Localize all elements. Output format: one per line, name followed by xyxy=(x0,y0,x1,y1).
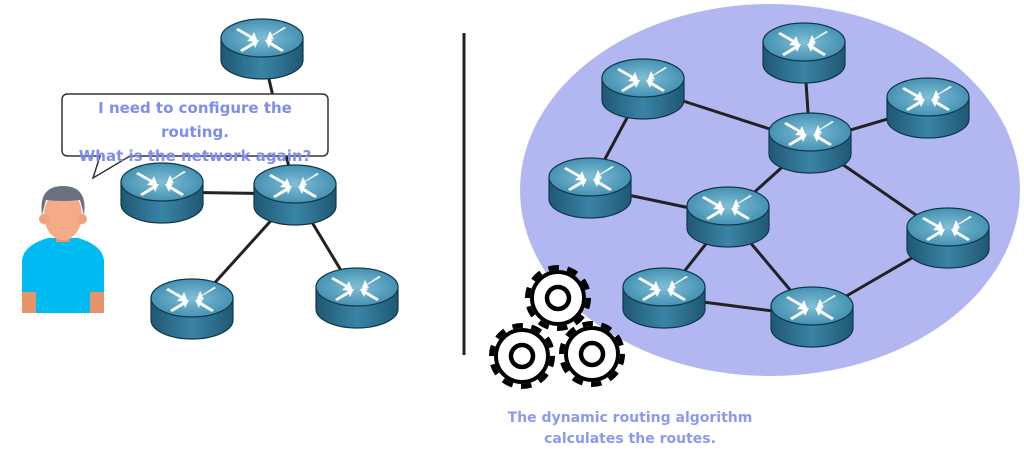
caption-line-2: calculates the routes. xyxy=(544,431,716,447)
router-icon xyxy=(886,77,970,139)
speech-bubble xyxy=(61,93,329,180)
router-icon xyxy=(686,186,770,248)
router-icon xyxy=(622,267,706,329)
router-icon xyxy=(120,162,204,224)
caption-line-1: The dynamic routing algorithm xyxy=(507,410,753,426)
speech-line-2: What is the network again? xyxy=(78,147,312,165)
router-icon xyxy=(315,267,399,329)
speech-line-1: I need to configure the routing. xyxy=(98,99,292,141)
person-avatar xyxy=(22,186,104,313)
router-icon xyxy=(253,164,337,226)
router-icon xyxy=(770,286,854,348)
router-icon xyxy=(762,22,846,84)
speech-bubble-text: I need to configure the routing. What is… xyxy=(62,96,328,168)
router-icon xyxy=(768,112,852,174)
router-icon xyxy=(150,278,234,340)
router-icon xyxy=(601,58,685,120)
router-icon xyxy=(548,157,632,219)
router-icon xyxy=(906,207,990,269)
router-icon xyxy=(220,18,304,80)
caption: The dynamic routing algorithm calculates… xyxy=(505,408,755,450)
